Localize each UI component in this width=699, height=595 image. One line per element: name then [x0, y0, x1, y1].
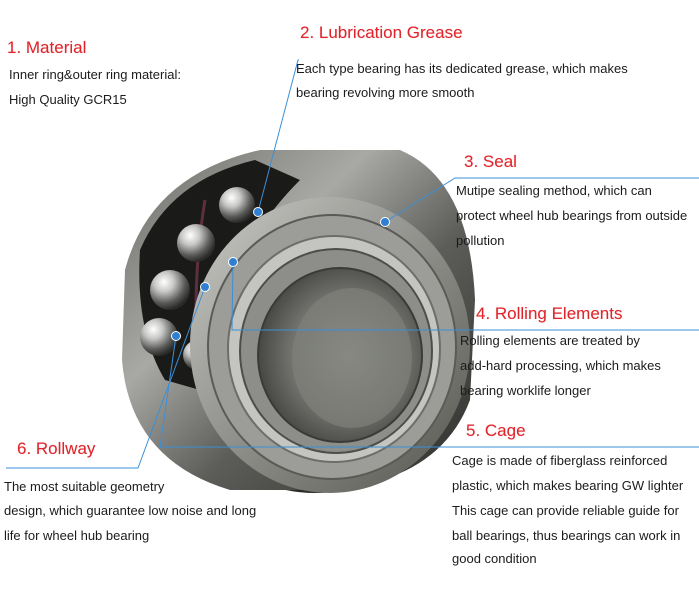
bearing-front-face	[190, 197, 470, 493]
rollway-dot	[200, 282, 210, 292]
rollway-title: 6. Rollway	[17, 439, 96, 458]
cage-leader	[159, 335, 699, 448]
grease-line-1: Each type bearing has its dedicated grea…	[296, 61, 628, 76]
seal-line-3: pollution	[456, 233, 505, 248]
rollway-line-1: The most suitable geometry	[4, 479, 165, 494]
cage-line-5: good condition	[452, 551, 537, 566]
material-title: 1. Material	[7, 38, 87, 57]
grease-title: 2. Lubrication Grease	[300, 23, 463, 42]
cage-line-4: ball bearings, thus bearings can work in	[452, 528, 681, 543]
rollway-leader	[6, 286, 206, 469]
material-line-1: Inner ring&outer ring material:	[9, 67, 181, 82]
grease-leader	[257, 59, 299, 213]
rolling-line-2: add-hard processing, which makes	[460, 358, 661, 373]
seal-leader	[384, 177, 699, 223]
grease-line-2: bearing revolving more smooth	[296, 85, 475, 100]
rolling-line-3: bearing worklife longer	[460, 383, 591, 398]
callout-leaders	[6, 59, 699, 469]
cage-line-1: Cage is made of fiberglass reinforced	[452, 453, 668, 468]
rolling-dot	[228, 257, 238, 267]
cage-line-2: plastic, which makes bearing GW lighter	[452, 478, 684, 493]
seal-line-1: Mutipe sealing method, which can	[456, 183, 652, 198]
callout-dots	[171, 207, 390, 341]
cage-line-3: This cage can provide reliable guide for	[452, 503, 679, 518]
rolling-leader	[231, 261, 699, 331]
grease-dot	[253, 207, 263, 217]
material-line-2: High Quality GCR15	[9, 92, 127, 107]
seal-title: 3. Seal	[464, 152, 517, 171]
seal-dot	[380, 217, 390, 227]
rolling-title: 4. Rolling Elements	[476, 304, 623, 323]
rolling-line-1: Rolling elements are treated by	[460, 333, 640, 348]
cage-dot	[171, 331, 181, 341]
seal-line-2: protect wheel hub bearings from outside	[456, 208, 688, 223]
rollway-line-3: life for wheel hub bearing	[4, 528, 150, 543]
cage-title: 5. Cage	[466, 421, 526, 440]
rollway-line-2: design, which guarantee low noise and lo…	[4, 503, 257, 518]
